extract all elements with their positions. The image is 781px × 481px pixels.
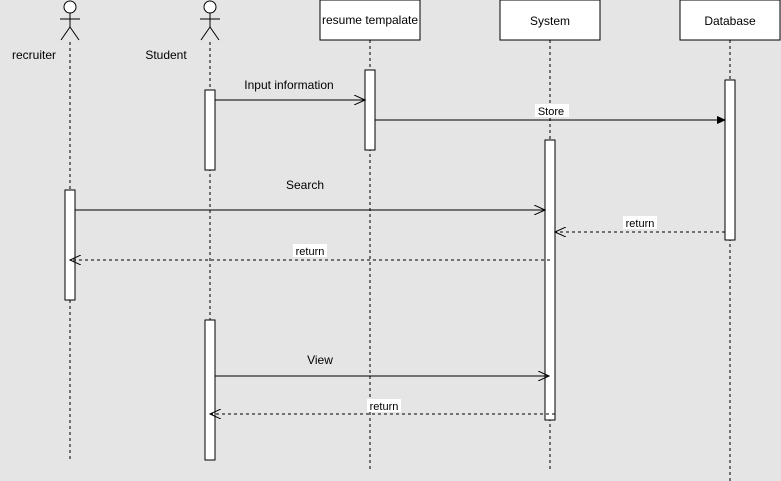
object-system-label: System [530,14,570,28]
object-database-label: Database [704,14,756,28]
actor-student-label: Student [145,48,187,62]
message-store-label-bg [535,104,569,117]
message-return-student-label-bg [367,399,401,412]
activation-student-2 [204,319,216,461]
message-search-label: Search [286,178,324,192]
message-input-information-label: Input information [244,78,333,92]
message-view-label: View [307,353,333,367]
actor-student-icon [200,0,220,41]
object-database-box [679,0,781,41]
message-return-student-label: return [370,401,399,413]
object-resume-box [319,0,421,41]
activation-student-1 [204,89,216,171]
message-return-recruiter-label: return [296,246,325,258]
message-return-recruiter-label-bg [293,244,327,257]
object-resume-label: resume tempalate [322,13,418,27]
activation-database [724,79,736,241]
message-return-db-label-bg [623,216,657,229]
activation-recruiter [64,189,76,301]
activation-system [544,139,556,421]
message-store-label: Store [538,106,564,118]
activation-resume [364,69,376,151]
actor-recruiter-label: recruiter [12,48,56,62]
object-system-box [499,0,601,41]
message-return-db-label: return [626,218,655,230]
actor-recruiter-icon [60,0,80,41]
